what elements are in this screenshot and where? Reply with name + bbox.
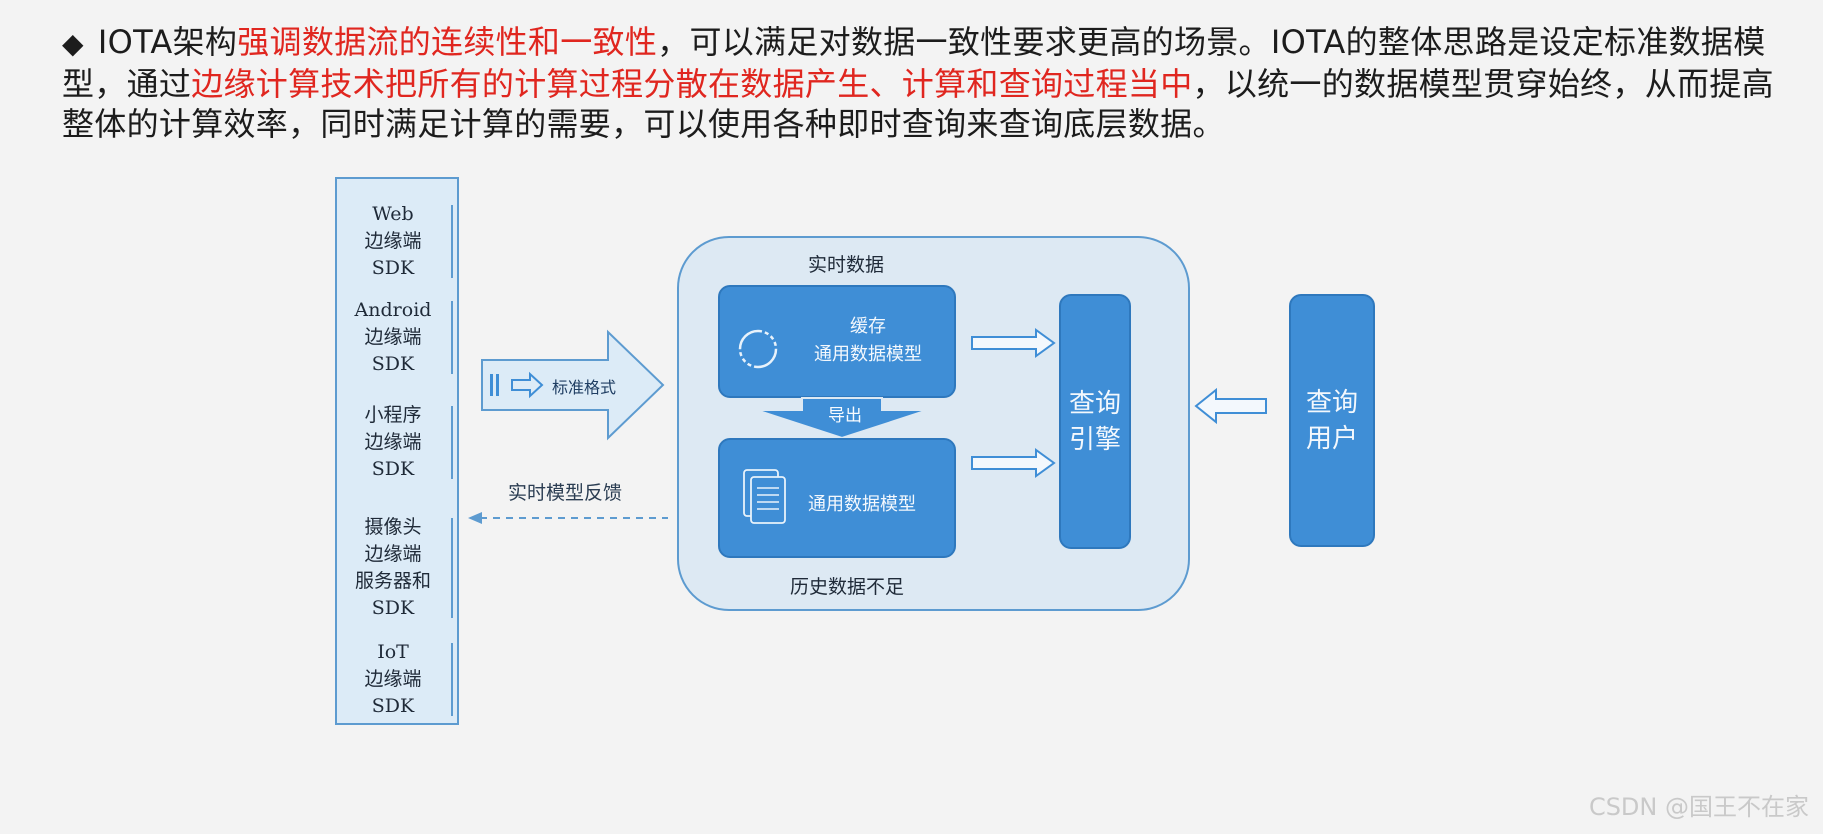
intro-text-3: ，以统一的数据模型贯穿始终，从而提高整体的计算效率，同时满足计算的需要，可以使用… [62,65,1774,143]
sdk-iot-line3: SDK [371,695,415,717]
query-engine-line1: 查询 [1068,388,1121,419]
query-user-line2: 用户 [1305,423,1358,454]
bullet-icon: ◆ [62,27,84,60]
sdk-camera-line1: 摄像头 [364,516,422,538]
sdk-item-web: Web 边缘端 SDK [337,201,453,282]
sdk-web-line2: 边缘端 [364,230,422,252]
intro-paragraph: ◆ IOTA架构强调数据流的连续性和一致性，可以满足对数据一致性要求更高的场景。I… [62,22,1782,144]
refresh-icon [738,329,778,369]
sdk-web-line1: Web [372,203,414,225]
general-to-engine-arrow [971,448,1056,478]
sdk-android-line2: 边缘端 [364,326,422,348]
sdk-mini-line2: 边缘端 [364,431,422,453]
query-user-line1: 查询 [1305,387,1358,418]
sdk-mini-line3: SDK [371,458,415,480]
sdk-mini-line1: 小程序 [364,404,422,426]
intro-text-1: IOTA架构 [97,23,238,61]
intro-highlight-2: 边缘计算技术把所有的计算过程分散在数据产生、计算和查询过程当中 [191,65,1193,103]
sdk-android-line3: SDK [371,353,415,375]
sdk-android-line1: Android [354,299,432,321]
sdk-camera-line3: 服务器和 [354,570,431,592]
sdk-item-miniprogram: 小程序 边缘端 SDK [337,402,453,483]
general-model-box: 通用数据模型 [718,438,956,558]
intro-highlight-1: 强调数据流的连续性和一致性 [237,23,658,61]
export-label: 导出 [828,406,862,426]
sdk-column: Web 边缘端 SDK Android 边缘端 SDK 小程序 边缘端 SDK … [335,177,459,725]
general-model-label: 通用数据模型 [808,494,916,515]
document-stack-icon [743,469,786,524]
sdk-camera-line4: SDK [371,597,415,619]
history-title: 历史数据不足 [790,576,905,598]
query-engine-box: 查询 引擎 [1059,294,1131,549]
cache-to-engine-arrow [971,328,1056,358]
sdk-item-iot: IoT 边缘端 SDK [337,639,453,720]
query-user-box: 查询 用户 [1289,294,1375,547]
standard-format-label: 标准格式 [552,378,617,397]
query-engine-text: 查询 引擎 [1069,386,1121,458]
feedback-dashed-arrow [468,512,668,524]
realtime-title: 实时数据 [808,254,885,276]
sdk-iot-line2: 边缘端 [364,668,422,690]
cache-model-box: 缓存 通用数据模型 [718,285,956,398]
sdk-item-android: Android 边缘端 SDK [337,297,453,378]
query-user-text: 查询 用户 [1306,385,1358,457]
cache-model-label: 通用数据模型 [814,344,922,365]
sdk-camera-line2: 边缘端 [364,543,422,565]
standard-format-arrow [481,329,665,441]
user-to-engine-arrow [1194,387,1267,425]
sdk-item-camera: 摄像头 边缘端 服务器和 SDK [337,514,453,622]
watermark: CSDN @国王不在家 [1588,793,1809,821]
feedback-label: 实时模型反馈 [508,482,623,504]
cache-box-text: 缓存 通用数据模型 [782,313,954,369]
sdk-iot-line1: IoT [377,641,409,663]
query-engine-line2: 引擎 [1068,424,1121,455]
cache-label: 缓存 [850,316,886,337]
export-arrow [755,397,929,440]
intro-text-2: ，可以满足对数据一致性要求更高的场景。IOTA的整体思路是设定标准数据模型，通过 [62,23,1766,103]
sdk-web-line3: SDK [371,257,415,279]
